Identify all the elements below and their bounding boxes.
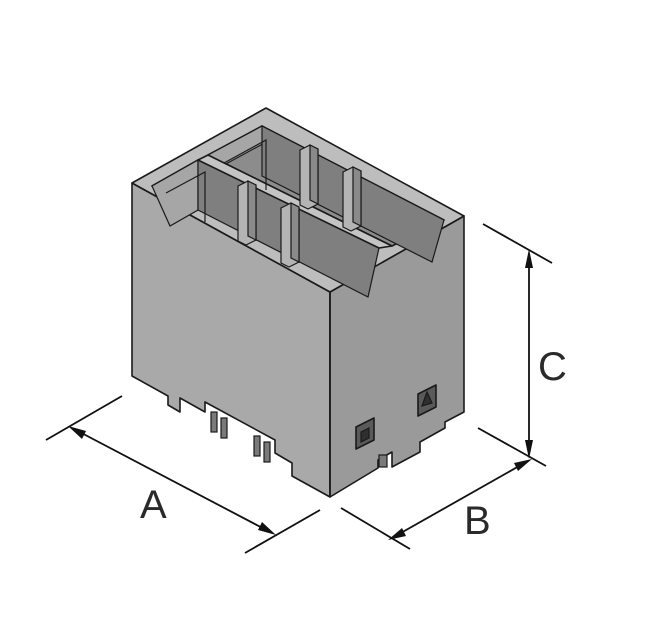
back-cavity-pins — [299, 144, 362, 232]
dimension-b: B — [340, 427, 547, 550]
dimension-c-arrow-top — [525, 249, 533, 268]
dimension-a-label: A — [140, 483, 167, 527]
terminal-tails — [210, 411, 388, 468]
terminal-tail — [263, 441, 271, 463]
dimension-a-extension-left — [45, 395, 123, 441]
terminal-tail — [210, 411, 218, 433]
housing-front-face — [131, 182, 331, 498]
dimension-a-line — [71, 427, 273, 534]
dimension-a-arrow-left — [68, 426, 86, 439]
terminal-tail — [220, 417, 228, 439]
dimension-c-extension-top — [482, 223, 553, 264]
back-cavity-frame — [223, 138, 267, 190]
dimension-c-label: C — [538, 345, 567, 389]
dimension-b-extension-left — [340, 507, 411, 550]
dimension-b-arrow-right — [514, 459, 532, 471]
terminal-tail — [378, 454, 388, 468]
pin — [309, 144, 319, 205]
dimension-c: C — [482, 223, 567, 459]
polarization-key-left — [355, 417, 375, 450]
pin — [247, 180, 257, 241]
dimension-a-extension-right — [244, 509, 321, 554]
pin — [352, 166, 362, 227]
terminal-tail — [253, 435, 261, 457]
dimension-b-label: B — [464, 499, 491, 543]
front-cavity-frame — [165, 170, 206, 222]
pin — [290, 202, 300, 263]
polarization-key-right — [417, 384, 437, 417]
front-cavity-pins — [237, 180, 300, 268]
dimension-a-arrow-right — [258, 522, 276, 535]
dimension-b-arrow-left — [388, 528, 406, 540]
dimension-a: A — [45, 395, 321, 554]
connector-housing — [131, 107, 465, 498]
dimension-c-arrow-bottom — [525, 440, 533, 459]
dimension-b-line — [391, 460, 529, 539]
dimension-b-extension-right — [477, 427, 547, 467]
